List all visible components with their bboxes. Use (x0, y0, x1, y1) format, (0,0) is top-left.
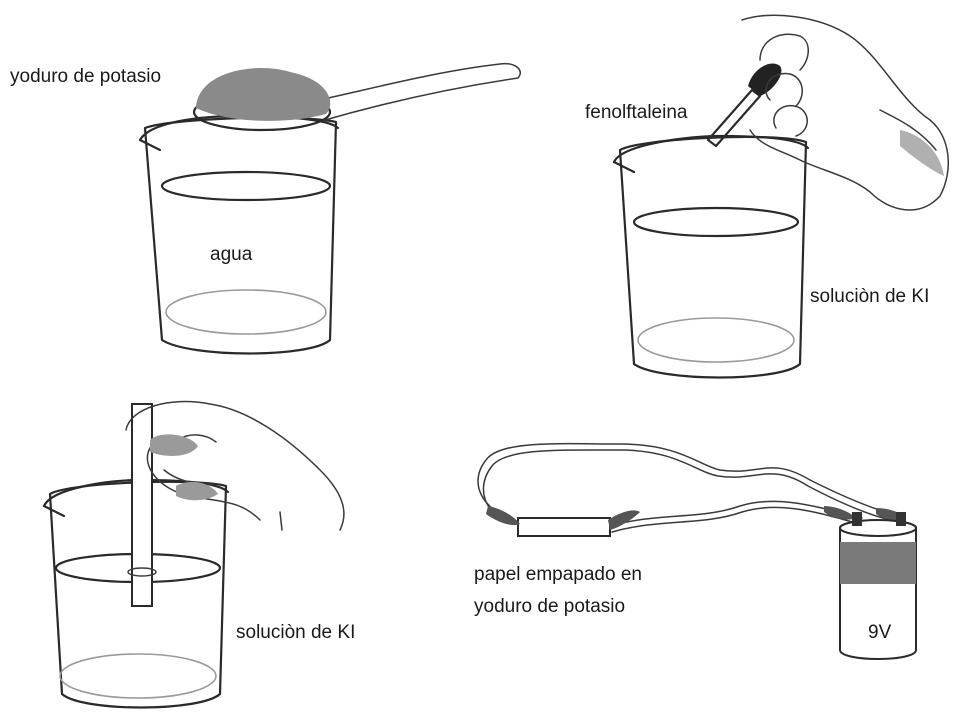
phenolphthalein-label: fenolftaleina (585, 102, 688, 123)
soaked-paper-label-line2: yoduro de potasio (474, 596, 625, 617)
water-label: agua (210, 244, 253, 265)
soaked-paper-strip (518, 518, 610, 536)
ki-solution-label-top: soluciòn de KI (810, 286, 929, 307)
potassium-iodide-label: yoduro de potasio (10, 66, 161, 87)
dropper (708, 63, 781, 146)
panel-electrolysis-circuit: papel empapado en yoduro de potasio 9V (474, 444, 916, 659)
glass-rod (128, 404, 156, 606)
battery-voltage-label: 9V (868, 622, 892, 643)
panel-dissolving-ki: yoduro de potasio agua (10, 64, 520, 354)
ki-solution-label-bottom: soluciòn de KI (236, 622, 355, 643)
beaker-ki-solution (614, 136, 808, 378)
powder-pile (196, 68, 330, 121)
panel-stirring: soluciòn de KI (44, 402, 355, 708)
battery-band (840, 542, 916, 584)
beaker-water (140, 116, 338, 354)
soaked-paper-label-line1: papel empapado en (474, 564, 642, 585)
panel-add-phenolphthalein: fenolftaleina soluciòn de KI (585, 15, 948, 377)
